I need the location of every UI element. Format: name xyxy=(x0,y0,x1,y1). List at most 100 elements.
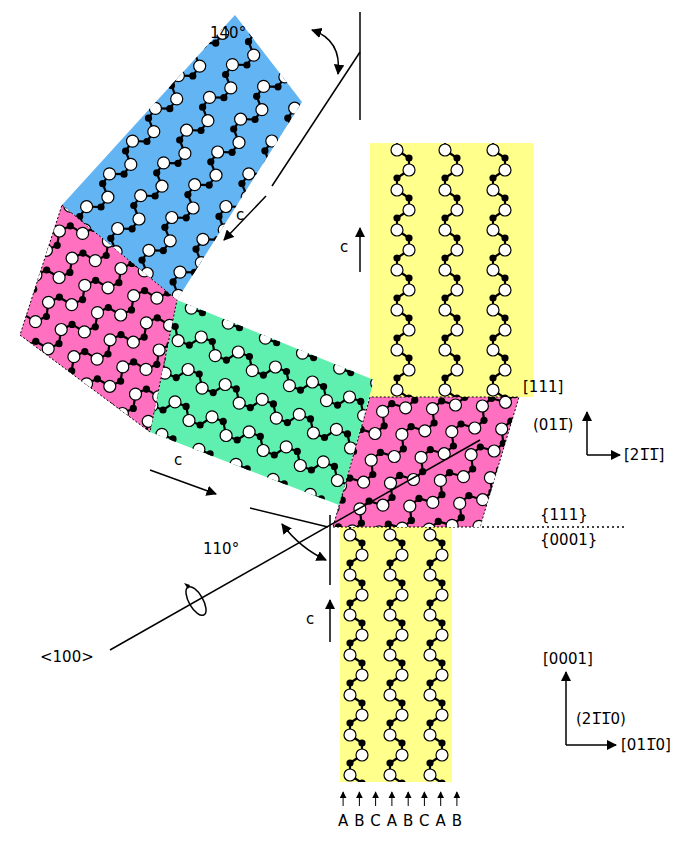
bond xyxy=(429,483,431,495)
bond xyxy=(525,360,537,368)
bond xyxy=(574,329,576,343)
atom-filled xyxy=(426,359,433,366)
atom-filled xyxy=(501,74,508,81)
bond xyxy=(275,431,284,439)
atom-open xyxy=(392,549,404,561)
bond xyxy=(488,519,502,523)
atom-filled xyxy=(438,659,445,666)
bond xyxy=(289,259,292,273)
atom-filled xyxy=(297,571,304,578)
atom-filled xyxy=(369,471,376,478)
atom-filled xyxy=(216,506,223,513)
atom-open xyxy=(633,245,645,257)
bond xyxy=(304,673,318,677)
bond xyxy=(487,377,498,382)
bond xyxy=(178,257,190,265)
bond xyxy=(313,391,315,405)
atom-open xyxy=(568,323,580,335)
atom-open xyxy=(431,595,443,607)
bond xyxy=(484,327,498,331)
bond xyxy=(103,260,114,265)
atom-open xyxy=(147,536,159,548)
bond xyxy=(456,78,458,90)
atom-filled xyxy=(441,14,448,21)
bond xyxy=(396,596,410,600)
atom-filled xyxy=(453,194,460,201)
atom-filled xyxy=(441,534,448,541)
atom-open xyxy=(404,594,416,606)
bond xyxy=(438,446,449,451)
bond xyxy=(354,670,368,674)
atom-filled xyxy=(396,472,403,479)
bond xyxy=(450,362,461,367)
atom-filled xyxy=(405,314,412,321)
bond xyxy=(445,10,457,18)
bond xyxy=(582,393,591,401)
atom-open xyxy=(465,542,477,554)
bond xyxy=(51,314,54,328)
atom-open xyxy=(403,204,415,216)
bond xyxy=(55,165,66,170)
atom-open xyxy=(499,204,511,216)
bond xyxy=(406,627,408,641)
bond xyxy=(445,70,457,78)
atom-open xyxy=(439,224,451,236)
atom-filled xyxy=(185,531,192,538)
atom-filled xyxy=(503,319,510,326)
bond xyxy=(80,263,91,268)
atom-filled xyxy=(339,497,346,504)
bond xyxy=(290,302,302,310)
atom-filled xyxy=(485,515,492,522)
bond xyxy=(571,442,580,450)
bond xyxy=(493,410,505,418)
atom-group xyxy=(344,349,448,842)
atom-filled xyxy=(430,326,437,333)
atom-open xyxy=(274,625,286,637)
bond-group xyxy=(0,165,588,653)
atom-filled xyxy=(489,254,496,261)
bond xyxy=(567,343,576,351)
bond xyxy=(408,547,422,551)
bond xyxy=(446,593,460,597)
bond xyxy=(663,372,665,386)
atom-open xyxy=(454,591,466,603)
atom-filled xyxy=(472,251,479,258)
bond xyxy=(346,599,360,603)
atom-filled xyxy=(232,649,239,656)
atom-filled xyxy=(489,534,496,541)
bond xyxy=(492,498,494,510)
atom-open xyxy=(424,729,436,741)
atom-filled xyxy=(619,364,626,371)
atom-filled xyxy=(135,534,142,541)
atom-open xyxy=(500,396,512,408)
bond xyxy=(492,458,494,470)
atom-open xyxy=(439,24,451,36)
atom-filled xyxy=(453,234,460,241)
bond xyxy=(130,538,139,546)
atom-filled xyxy=(393,14,400,21)
atom-open xyxy=(614,222,626,234)
atom-filled xyxy=(331,644,338,651)
atom-filled xyxy=(438,619,445,626)
atom-filled xyxy=(492,368,499,375)
atom-filled xyxy=(319,474,326,481)
atom-filled xyxy=(504,538,511,545)
bond xyxy=(500,345,511,349)
bond xyxy=(210,517,212,531)
bond xyxy=(486,286,488,300)
atom-open xyxy=(503,276,515,288)
atom-filled xyxy=(501,154,508,161)
bond xyxy=(397,10,409,18)
bond xyxy=(550,467,564,471)
atom-filled xyxy=(386,719,393,726)
atom-open xyxy=(403,244,415,256)
bond xyxy=(602,416,611,424)
atom-filled xyxy=(453,314,460,321)
atom-filled xyxy=(398,419,405,426)
bond xyxy=(544,347,553,355)
atom-filled xyxy=(484,296,491,303)
bond xyxy=(555,306,557,320)
atom-filled xyxy=(293,598,300,605)
bond xyxy=(424,352,427,366)
bond xyxy=(498,542,507,550)
